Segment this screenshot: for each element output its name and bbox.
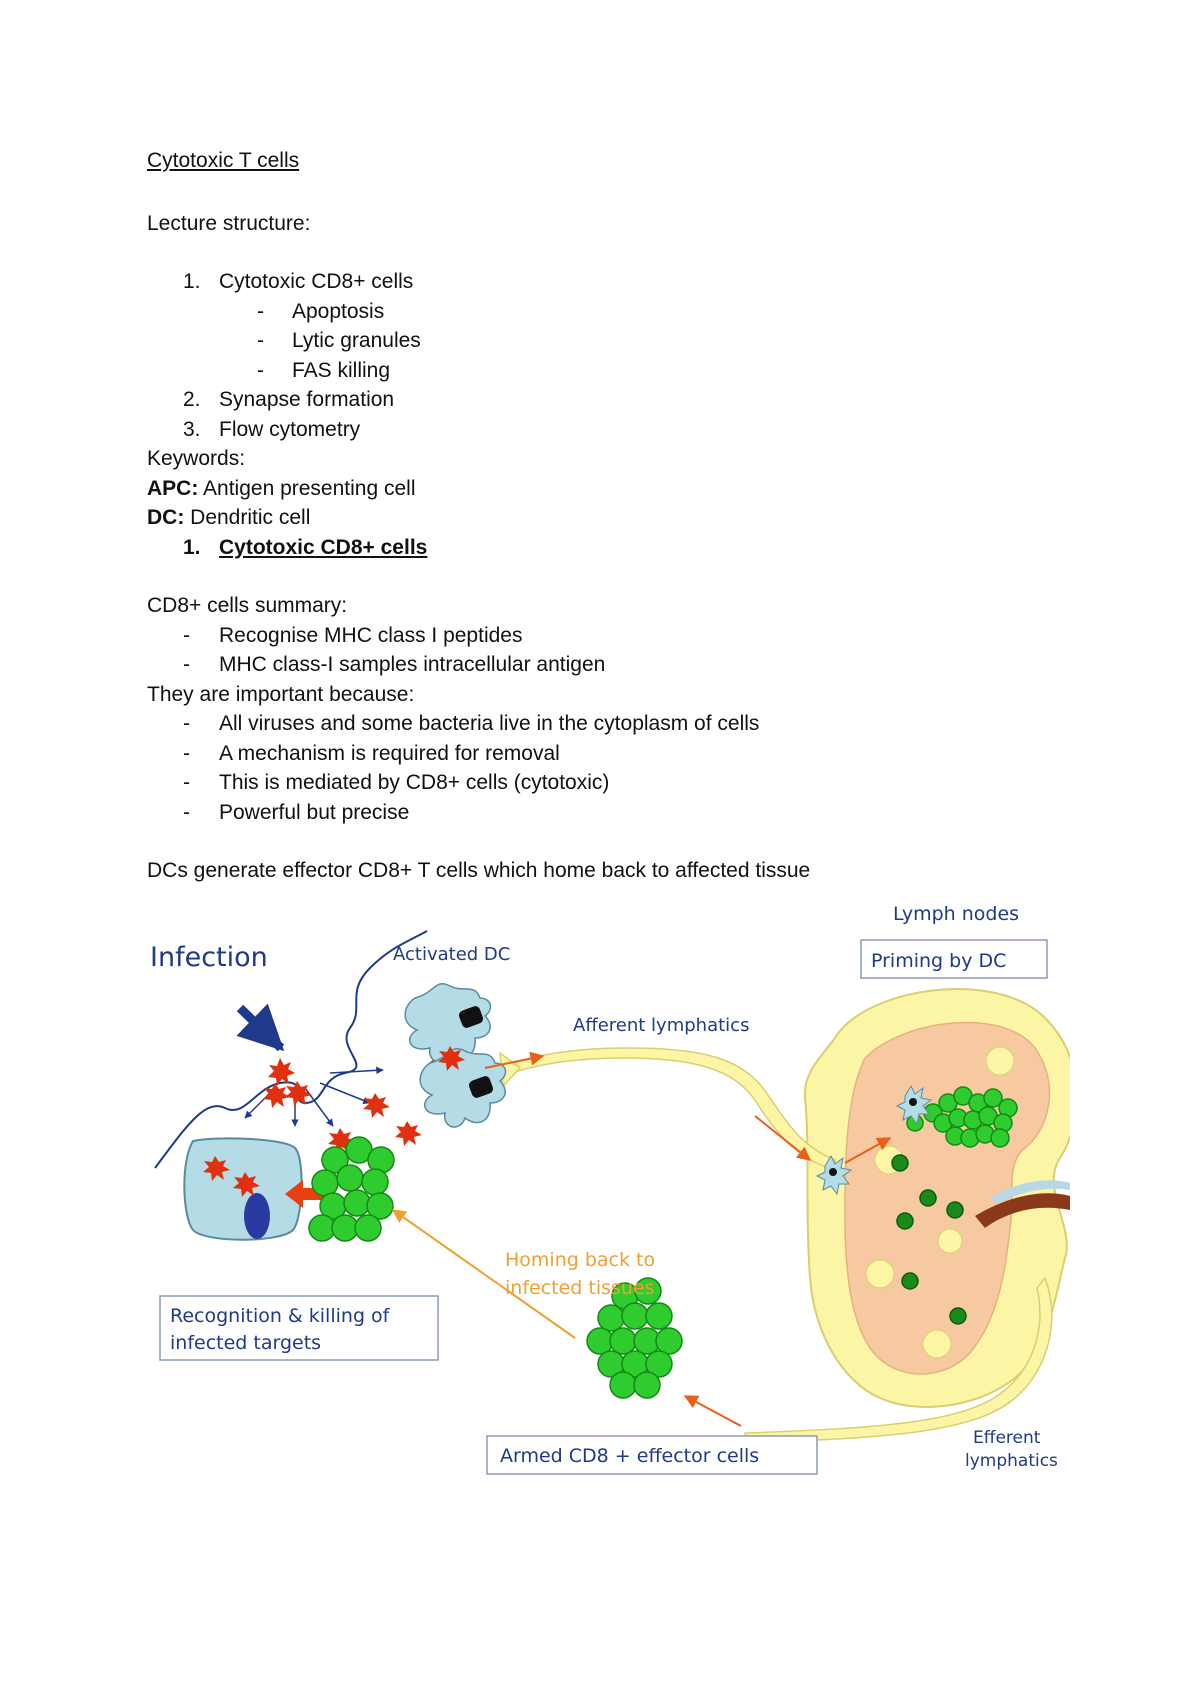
- label-recognition-1: Recognition & killing of: [170, 1305, 391, 1327]
- label-infection: Infection: [150, 942, 268, 973]
- label-homing-1: Homing back to: [505, 1249, 655, 1271]
- label-armed: Armed CD8 + effector cells: [500, 1445, 759, 1467]
- lymph-node: [499, 988, 1070, 1444]
- effector-cluster-left: [308, 1136, 395, 1242]
- doc-title: Cytotoxic T cells: [147, 149, 300, 172]
- dc-in-node: [815, 1084, 933, 1196]
- outline-subitem: - Lytic granules: [257, 329, 421, 352]
- lecture-heading: Lecture structure:: [147, 211, 311, 235]
- summary-item: - Recognise MHC class I peptides: [183, 623, 523, 647]
- summary-heading: CD8+ cells summary:: [147, 594, 348, 617]
- cd8-diagram: Infection Activated DC Afferent lymphati…: [150, 903, 1070, 1475]
- outline-item-2: 2. Synapse formation: [183, 388, 395, 411]
- effector-cluster-armed: [586, 1277, 683, 1399]
- keyword-dc: DC: Dendritic cell: [147, 506, 311, 529]
- important-item: - This is mediated by CD8+ cells (cytoto…: [183, 771, 610, 794]
- dc-statement: DCs generate effector CD8+ T cells which…: [147, 859, 811, 882]
- important-heading: They are important because:: [147, 682, 415, 706]
- important-item: - All viruses and some bacteria live in …: [183, 712, 760, 735]
- armed-box: [486, 1435, 818, 1475]
- label-recognition-2: infected targets: [170, 1332, 321, 1354]
- summary-item: - MHC class-I samples intracellular anti…: [183, 653, 606, 676]
- infected-target-cell: [183, 1137, 323, 1241]
- important-item: - A mechanism is required for removal: [183, 741, 560, 765]
- outline-item-1: 1. Cytotoxic CD8+ cells: [183, 270, 414, 293]
- document-body: Cytotoxic T cells Lecture structure: 1. …: [147, 146, 1087, 886]
- activated-dc-cells: [404, 983, 545, 1128]
- outline-item-3: 3. Flow cytometry: [183, 417, 361, 441]
- label-lymph-nodes: Lymph nodes: [893, 903, 1019, 925]
- label-efferent-2: lymphatics: [965, 1451, 1058, 1471]
- outline-subitem: - Apoptosis: [257, 299, 385, 323]
- keyword-apc: APC: Antigen presenting cell: [147, 476, 416, 500]
- label-priming: Priming by DC: [871, 950, 1006, 972]
- label-afferent: Afferent lymphatics: [573, 1015, 749, 1036]
- label-homing-2: infected tissues: [505, 1277, 655, 1299]
- recognition-box: [159, 1295, 439, 1361]
- keywords-heading: Keywords:: [147, 447, 246, 470]
- important-item: - Powerful but precise: [183, 800, 410, 824]
- section-heading: 1. Cytotoxic CD8+ cells: [183, 535, 428, 559]
- label-efferent-1: Efferent: [973, 1428, 1041, 1448]
- outline-subitem: - FAS killing: [257, 358, 391, 382]
- priming-box: [860, 939, 1048, 979]
- label-activated-dc: Activated DC: [393, 944, 510, 965]
